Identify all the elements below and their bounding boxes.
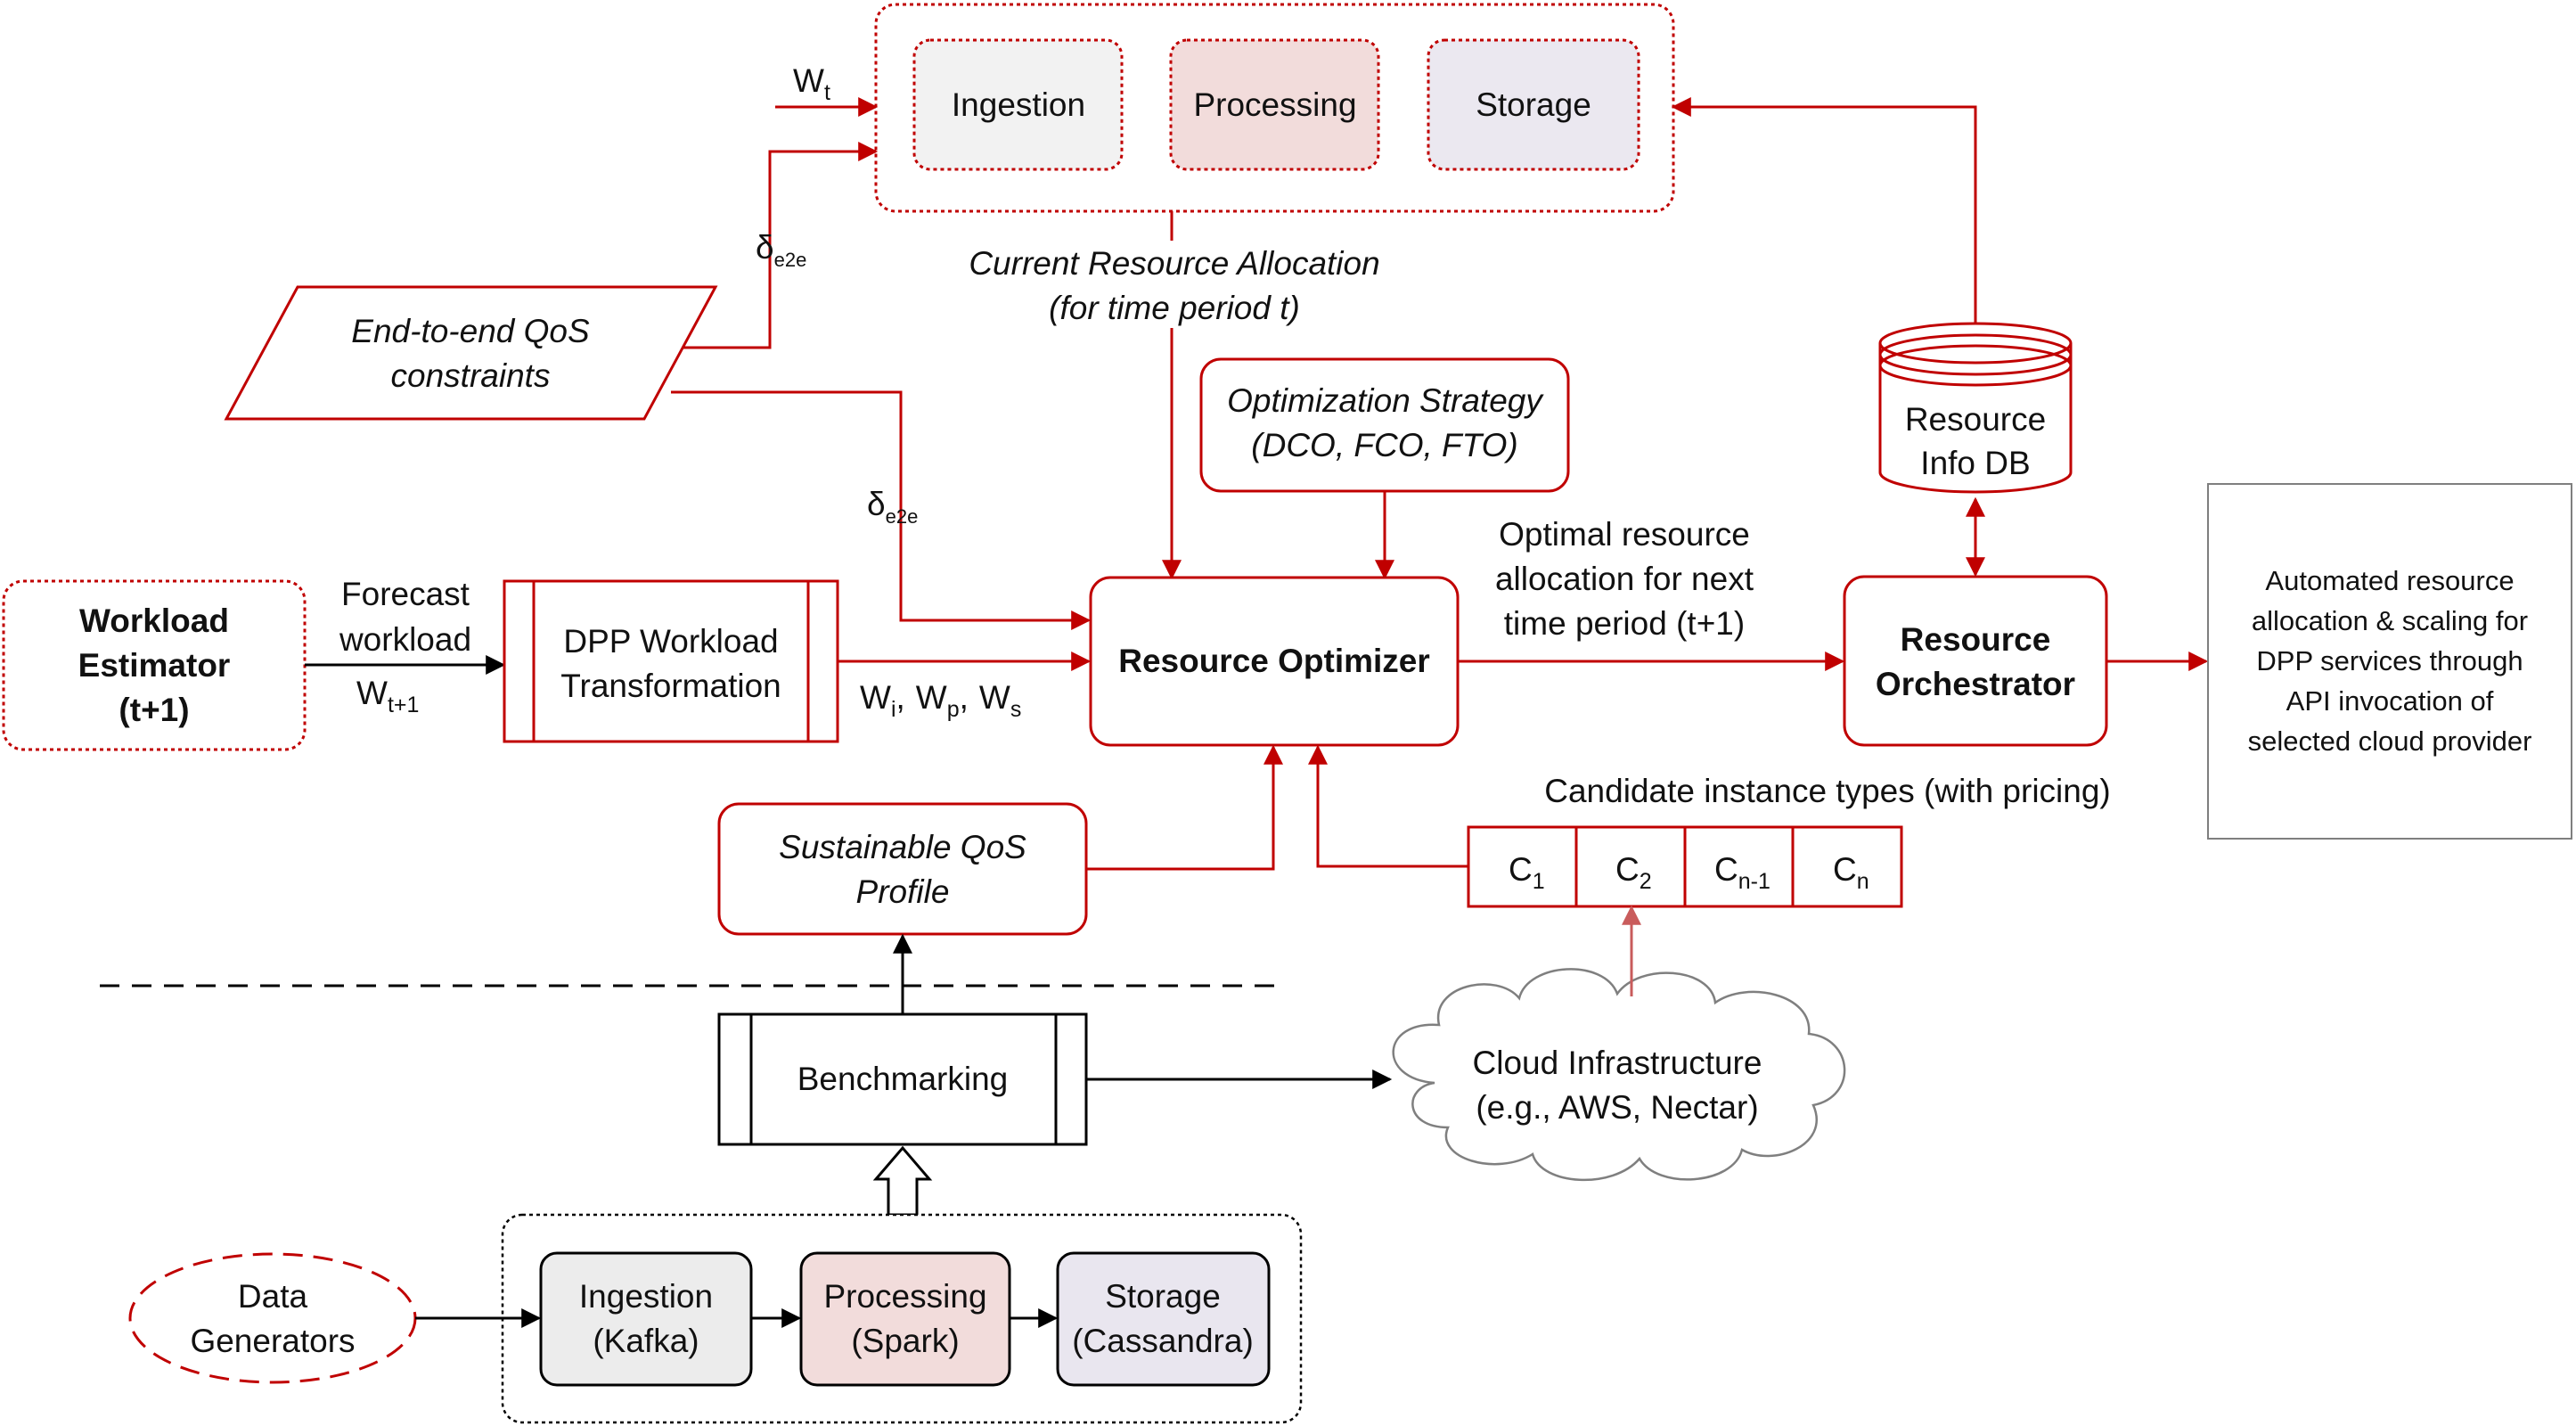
optimization-strategy-node: Optimization Strategy (DCO, FCO, FTO): [1199, 357, 1570, 493]
svg-text:Ingestion: Ingestion: [952, 86, 1085, 123]
svg-text:Processing: Processing: [1193, 86, 1356, 123]
svg-text:(DCO, FCO, FTO): (DCO, FCO, FTO): [1251, 427, 1517, 463]
sustainable-qos-profile-node: Sustainable QoS Profile: [717, 802, 1088, 936]
svg-text:(t+1): (t+1): [119, 692, 189, 728]
current-allocation-label: Current Resource Allocation: [969, 245, 1379, 282]
qos-to-current-arrow: [671, 142, 879, 349]
qos-constraints-node: End-to-end QoS constraints: [224, 285, 718, 421]
forecast-workload-label: workload: [339, 621, 471, 658]
service-workloads-label: Wi,Wp,Ws: [860, 679, 1021, 722]
pipeline-storage-node: Storage (Cassandra): [1056, 1251, 1271, 1387]
svg-text:Orchestrator: Orchestrator: [1876, 666, 2075, 702]
svg-text:Automated resource: Automated resource: [2265, 565, 2514, 596]
data-generators-node: Data Generators: [128, 1252, 417, 1384]
qos-to-optimizer-arrow: [671, 390, 1092, 630]
svg-text:Storage: Storage: [1476, 86, 1591, 123]
pipeline-processing-node: Processing (Spark): [799, 1251, 1011, 1387]
candidate-c2: C2: [1615, 851, 1652, 894]
storage-node: Storage: [1427, 38, 1640, 171]
svg-text:allocation & scaling for: allocation & scaling for: [2252, 605, 2528, 636]
profile-to-optimizer-arrow: [1086, 744, 1283, 871]
svg-text:Resource: Resource: [1905, 401, 2046, 438]
svg-text:(Cassandra): (Cassandra): [1072, 1323, 1254, 1359]
svg-text:Estimator: Estimator: [78, 647, 231, 684]
svg-text:Ingestion: Ingestion: [579, 1278, 713, 1315]
current-allocation-period: (for time period t): [1049, 290, 1300, 326]
svg-text:Benchmarking: Benchmarking: [797, 1061, 1009, 1097]
automated-scaling-node: Automated resource allocation & scaling …: [2207, 483, 2572, 840]
pipeline-ingestion-node: Ingestion (Kafka): [539, 1251, 753, 1387]
benchmarking-node: Benchmarking: [717, 1012, 1088, 1146]
svg-text:selected cloud provider: selected cloud provider: [2248, 725, 2532, 757]
processing-node: Processing: [1169, 38, 1380, 171]
svg-text:Profile: Profile: [856, 873, 950, 910]
resource-info-db: Resource Info DB: [1878, 322, 2073, 494]
svg-text:Processing: Processing: [823, 1278, 986, 1315]
svg-text:Sustainable QoS: Sustainable QoS: [779, 829, 1026, 865]
svg-text:Optimization Strategy: Optimization Strategy: [1227, 382, 1544, 419]
svg-text:Workload: Workload: [79, 602, 229, 639]
svg-text:Info DB: Info DB: [1920, 445, 2030, 481]
svg-text:Cloud Infrastructure: Cloud Infrastructure: [1473, 1045, 1762, 1081]
svg-text:Data: Data: [238, 1278, 308, 1315]
candidate-c1: C1: [1509, 851, 1545, 894]
db-to-current-arrow: [1671, 97, 1977, 324]
candidate-instances-label: Candidate instance types (with pricing): [1544, 773, 2111, 809]
delta-e2e-upper-label: δe2e: [756, 229, 806, 271]
svg-text:Generators: Generators: [190, 1323, 355, 1359]
svg-text:Resource: Resource: [1901, 621, 2051, 658]
resource-optimizer-node: Resource Optimizer: [1089, 576, 1460, 747]
candidate-cn-1: Cn-1: [1714, 851, 1770, 894]
workload-t1-label: Wt+1: [356, 675, 419, 717]
optimal-allocation-label-3: time period (t+1): [1504, 605, 1745, 642]
svg-text:API invocation of: API invocation of: [2286, 685, 2494, 717]
pipeline-to-benchmarking-arrow: [872, 1145, 933, 1217]
current-resources-group: Ingestion Processing Storage: [874, 3, 1675, 213]
candidate-cn: Cn: [1833, 851, 1869, 894]
forecast-label: Forecast: [341, 576, 470, 612]
candidates-to-optimizer-arrow: [1308, 744, 1468, 868]
workload-transformation-node: DPP Workload Transformation: [503, 579, 839, 743]
svg-text:(Spark): (Spark): [851, 1323, 959, 1359]
svg-text:End-to-end QoS: End-to-end QoS: [351, 313, 590, 349]
resource-orchestrator-node: Resource Orchestrator: [1843, 575, 2108, 747]
svg-text:DPP services through: DPP services through: [2256, 645, 2523, 676]
candidate-instances-table: C1 C2 Cn-1 Cn: [1467, 825, 1903, 908]
svg-text:(e.g., AWS, Nectar): (e.g., AWS, Nectar): [1476, 1089, 1758, 1126]
workload-estimator-node: Workload Estimator (t+1): [2, 579, 307, 751]
optimal-allocation-label-2: allocation for next: [1495, 561, 1754, 597]
svg-text:DPP Workload: DPP Workload: [563, 623, 778, 660]
optimal-allocation-label-1: Optimal resource: [1499, 516, 1750, 553]
svg-text:Storage: Storage: [1105, 1278, 1221, 1315]
svg-text:(Kafka): (Kafka): [593, 1323, 699, 1359]
svg-text:constraints: constraints: [391, 357, 551, 394]
svg-text:Resource Optimizer: Resource Optimizer: [1118, 643, 1430, 679]
svg-text:Transformation: Transformation: [560, 668, 781, 704]
workload-t-label: Wt: [793, 62, 830, 105]
ingestion-node: Ingestion: [912, 38, 1124, 171]
delta-e2e-lower-label: δe2e: [867, 486, 918, 528]
cloud-infrastructure-node: Cloud Infrastructure (e.g., AWS, Nectar): [1392, 968, 1846, 1182]
